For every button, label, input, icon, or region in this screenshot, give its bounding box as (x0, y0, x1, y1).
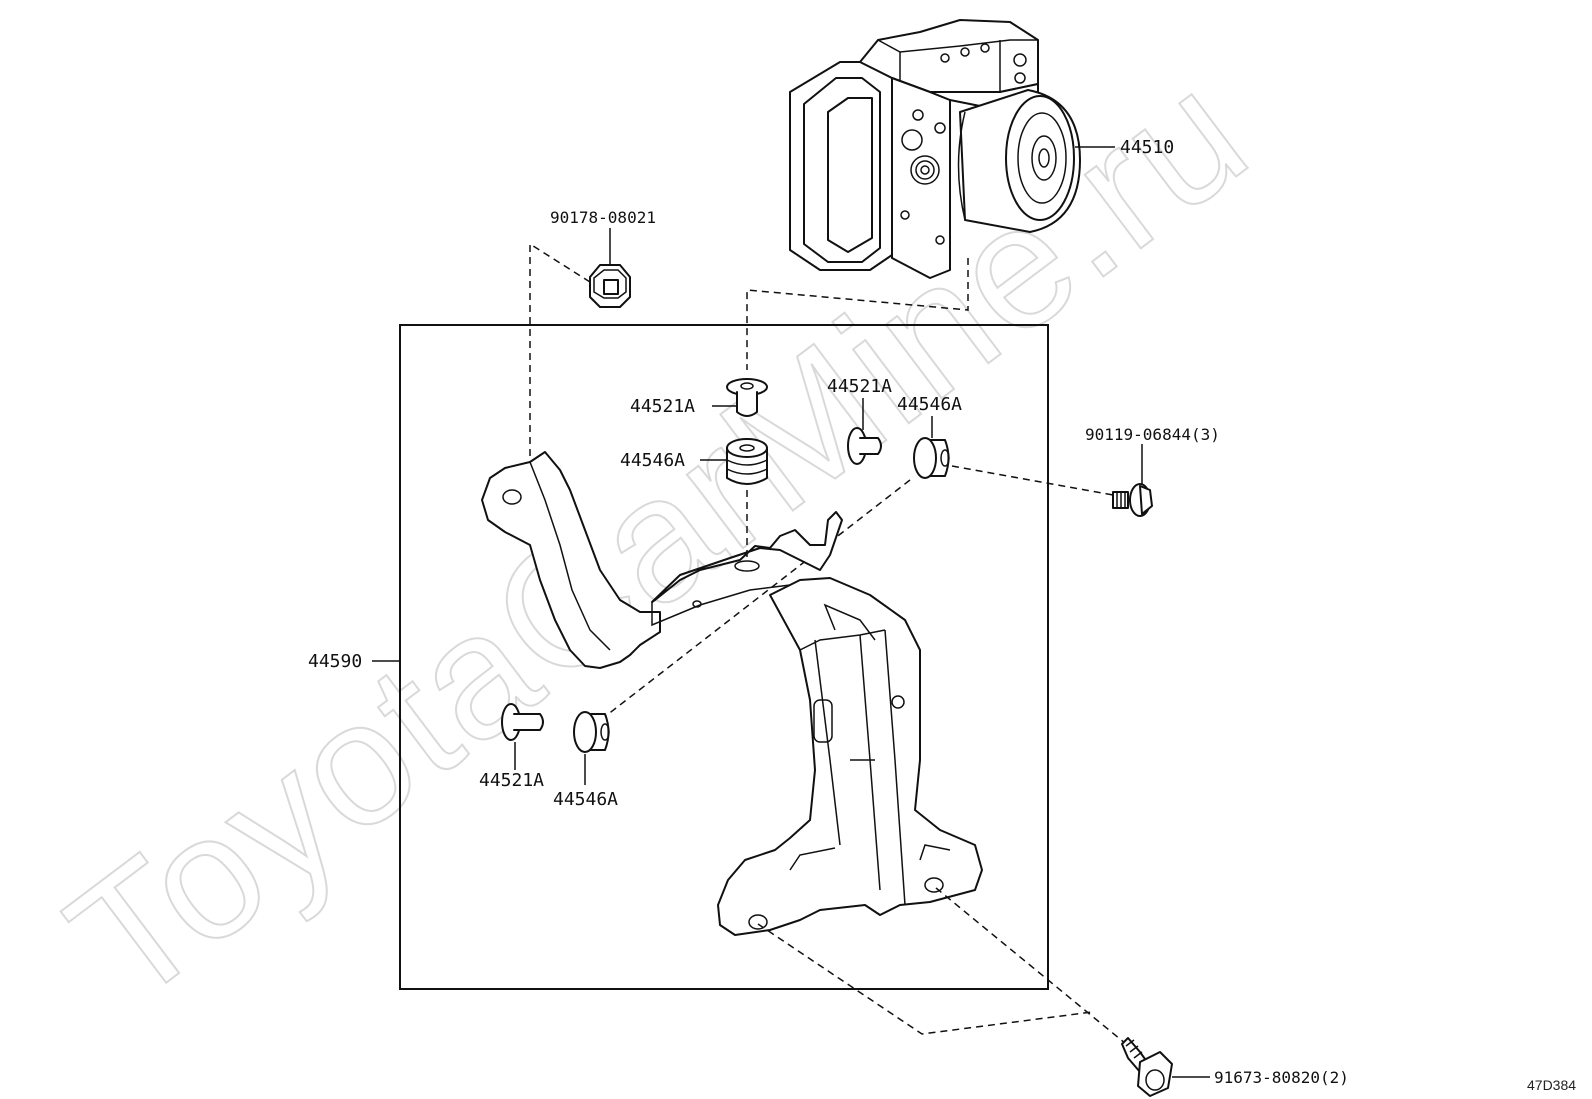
projection-line-bottom-right (935, 887, 1149, 1063)
projection-line-right-diag (597, 479, 911, 723)
projection-line-bottom-left (757, 923, 1093, 1035)
label-44546a-lower[interactable]: 44546A (553, 789, 618, 810)
bolt-bottom-part[interactable] (1121, 1037, 1173, 1097)
label-44590[interactable]: 44590 (308, 651, 362, 672)
bracket-part[interactable] (481, 451, 983, 936)
label-44521a-right[interactable]: 44521A (827, 376, 892, 397)
label-44510[interactable]: 44510 (1120, 137, 1174, 158)
projection-line-right-bolt (951, 465, 1131, 499)
nut-part[interactable] (589, 264, 631, 308)
projection-line-actuator (746, 258, 969, 370)
watermark: ToyotaCarMine.ru (36, 34, 1282, 1040)
diagram-id: 47D384 (1527, 1077, 1576, 1093)
label-44546a-right[interactable]: 44546A (897, 394, 962, 415)
bolt-right-part[interactable] (1112, 483, 1153, 517)
label-90178-08021[interactable]: 90178-08021 (550, 208, 656, 227)
label-44521a-center[interactable]: 44521A (630, 396, 695, 417)
collar-lower-part[interactable] (501, 703, 544, 741)
cushion-lower-part[interactable] (573, 711, 610, 753)
label-44546a-center[interactable]: 44546A (620, 450, 685, 471)
bracket-assembly-frame (399, 324, 1049, 990)
label-91673-80820[interactable]: 91673-80820(2) (1214, 1068, 1349, 1087)
cushion-right-part[interactable] (913, 437, 950, 479)
label-90119-06844[interactable]: 90119-06844(3) (1085, 425, 1220, 444)
collar-right-part[interactable] (847, 427, 882, 465)
label-44521a-lower[interactable]: 44521A (479, 770, 544, 791)
abs-actuator-part[interactable] (789, 19, 1081, 279)
cushion-center-part[interactable] (726, 438, 768, 485)
collar-center-part[interactable] (726, 378, 768, 417)
